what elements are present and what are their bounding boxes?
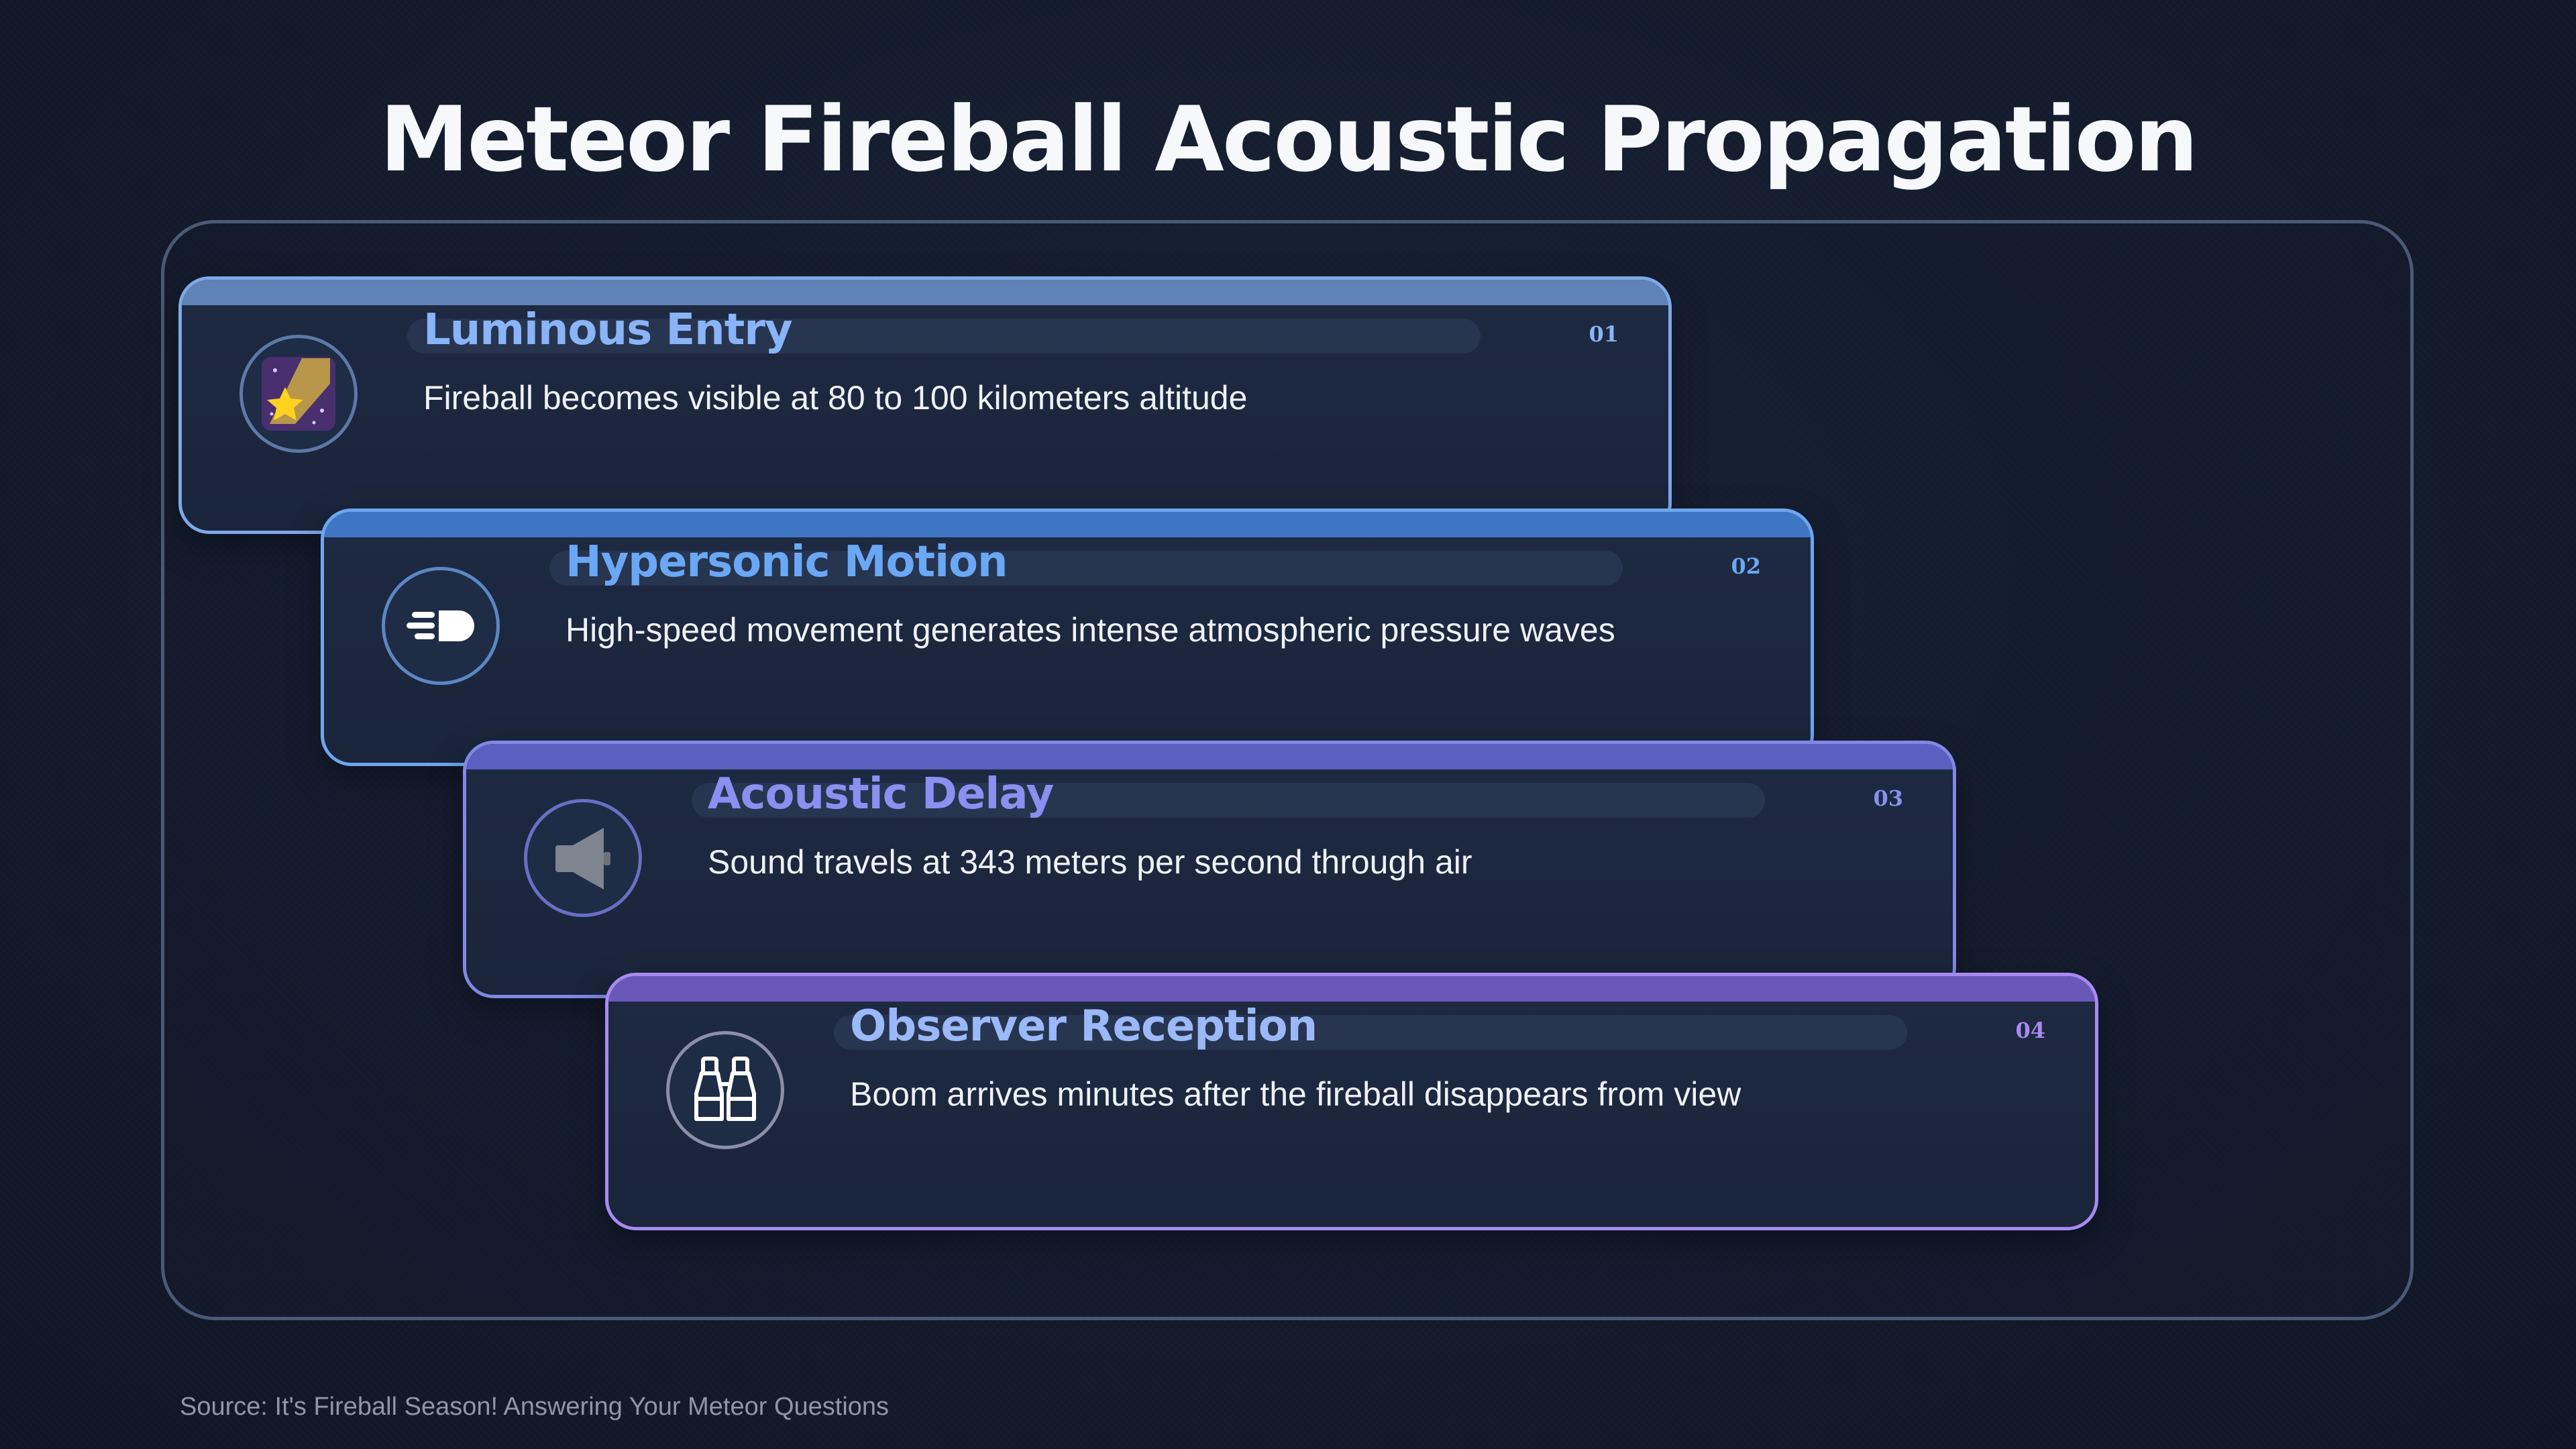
card-top-bar	[182, 280, 1668, 305]
step-heading: Observer Reception	[850, 1002, 1318, 1051]
step-number: 03	[1873, 786, 1903, 811]
card-top-bar	[608, 976, 2095, 1002]
source-caption: Source: It's Fireball Season! Answering …	[180, 1393, 890, 1421]
speaker-icon	[524, 799, 642, 917]
step-number: 01	[1589, 321, 1619, 347]
step-card-hypersonic-motion: Hypersonic Motion 02 High-speed movement…	[321, 508, 1814, 766]
comet-icon	[382, 567, 500, 685]
heading-bar	[692, 783, 1765, 818]
step-number: 02	[1731, 553, 1761, 579]
card-top-bar	[324, 512, 1811, 537]
heading-bar	[549, 551, 1623, 586]
step-description: Sound travels at 343 meters per second t…	[708, 843, 1472, 881]
step-card-acoustic-delay: Acoustic Delay 03 Sound travels at 343 m…	[463, 741, 1956, 998]
heading-bar	[834, 1015, 1907, 1050]
step-heading: Acoustic Delay	[708, 769, 1054, 819]
step-card-luminous-entry: Luminous Entry 01 Fireball becomes visib…	[178, 276, 1672, 534]
page-title: Meteor Fireball Acoustic Propagation	[379, 87, 2198, 192]
heading-bar	[407, 319, 1481, 354]
step-description: High-speed movement generates intense at…	[566, 611, 1615, 649]
shooting-star-icon	[239, 335, 358, 453]
card-top-bar	[466, 744, 1953, 769]
step-number: 04	[2015, 1018, 2045, 1043]
step-heading: Hypersonic Motion	[566, 537, 1008, 587]
step-heading: Luminous Entry	[423, 305, 793, 355]
step-card-observer-reception: Observer Reception 04 Boom arrives minut…	[605, 973, 2098, 1230]
step-description: Fireball becomes visible at 80 to 100 ki…	[423, 379, 1248, 417]
binoculars-icon	[666, 1031, 784, 1149]
step-description: Boom arrives minutes after the fireball …	[850, 1075, 1741, 1113]
